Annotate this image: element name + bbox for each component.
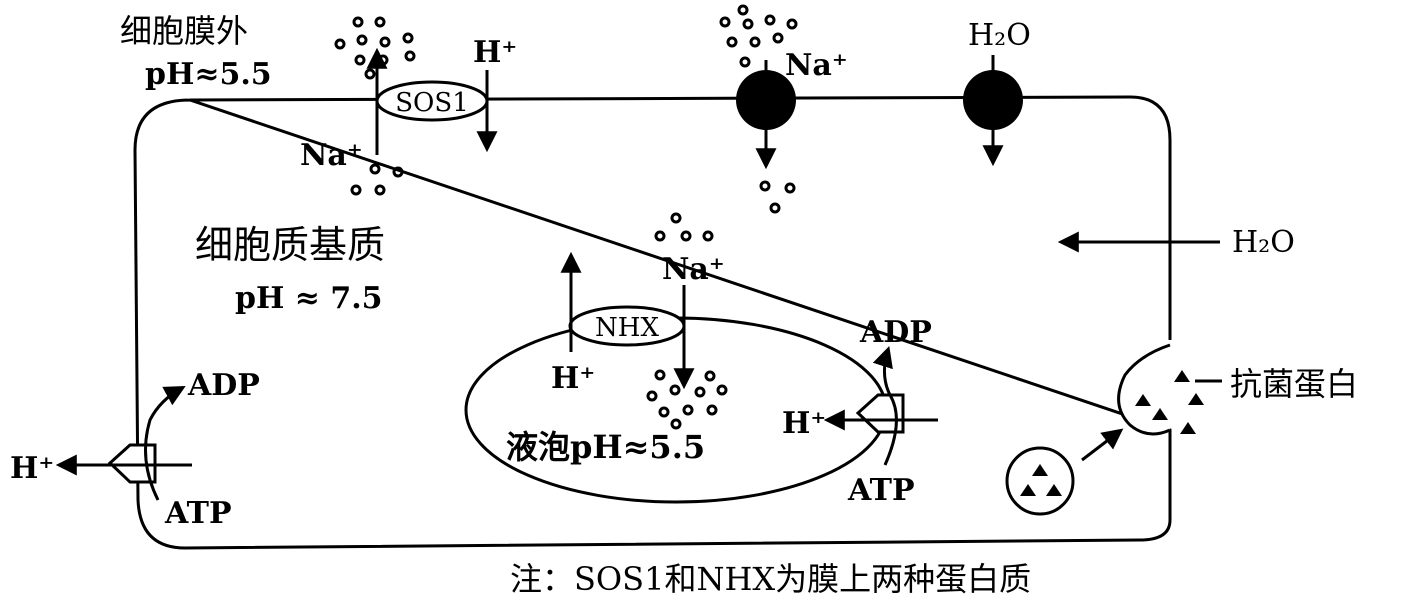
vacuole-adp-label: ADP [859, 315, 932, 350]
exocytosis-vesicle [1117, 343, 1171, 436]
vacuole-label: 液泡pH≈5.5 [506, 428, 705, 466]
sos1-na-label: Na⁺ [300, 138, 363, 173]
na-channel-label: Na⁺ [785, 48, 848, 83]
nhx-label: NHX [595, 313, 659, 343]
membrane-adp-label: ADP [187, 368, 260, 403]
note: 注：SOS1和NHX为膜上两种蛋白质 [510, 560, 1031, 598]
antimicrobial-triangles-vesicle [1020, 464, 1062, 496]
antimicrobial-label: 抗菌蛋白 [1230, 365, 1358, 403]
water-inflow-label: H₂O [1232, 225, 1295, 260]
nhx-na-label: Na⁺ [662, 252, 725, 287]
na-dots-outside-right [719, 4, 798, 68]
vacuole-atp-adp-arrow [872, 345, 898, 466]
na-dots-outside-left [334, 16, 416, 80]
na-dots-in-vacuole [646, 369, 728, 430]
outside-ph: pH≈5.5 [145, 57, 272, 92]
nhx-h-label: H⁺ [551, 361, 595, 396]
na-dots-cytosol-vacuole [654, 212, 714, 242]
na-dots-inside-right [759, 180, 796, 214]
vesicle-with-proteins [1005, 446, 1075, 516]
cytosol-ph: pH ≈ 7.5 [235, 281, 383, 316]
na-dots-inside-left [350, 163, 404, 196]
vacuole-h-label: H⁺ [782, 406, 826, 441]
sos1-h-label: H⁺ [473, 35, 517, 70]
sos1-label: SOS1 [395, 88, 468, 118]
membrane-atp-adp-arrow [144, 385, 186, 501]
membrane-atp-label: ATP [164, 496, 232, 531]
water-channel-label: H₂O [968, 18, 1031, 53]
antimicrobial-triangles-secreted [1135, 370, 1204, 434]
cytosol-title: 细胞质基质 [195, 223, 385, 267]
vacuole-atp-label: ATP [847, 473, 915, 508]
vacuole-h-pump [855, 393, 905, 434]
outside-title: 细胞膜外 [120, 12, 248, 50]
membrane-h-label: H⁺ [10, 451, 54, 486]
vesicle-arrow [1081, 428, 1124, 462]
cell-membrane [133, 95, 1172, 550]
